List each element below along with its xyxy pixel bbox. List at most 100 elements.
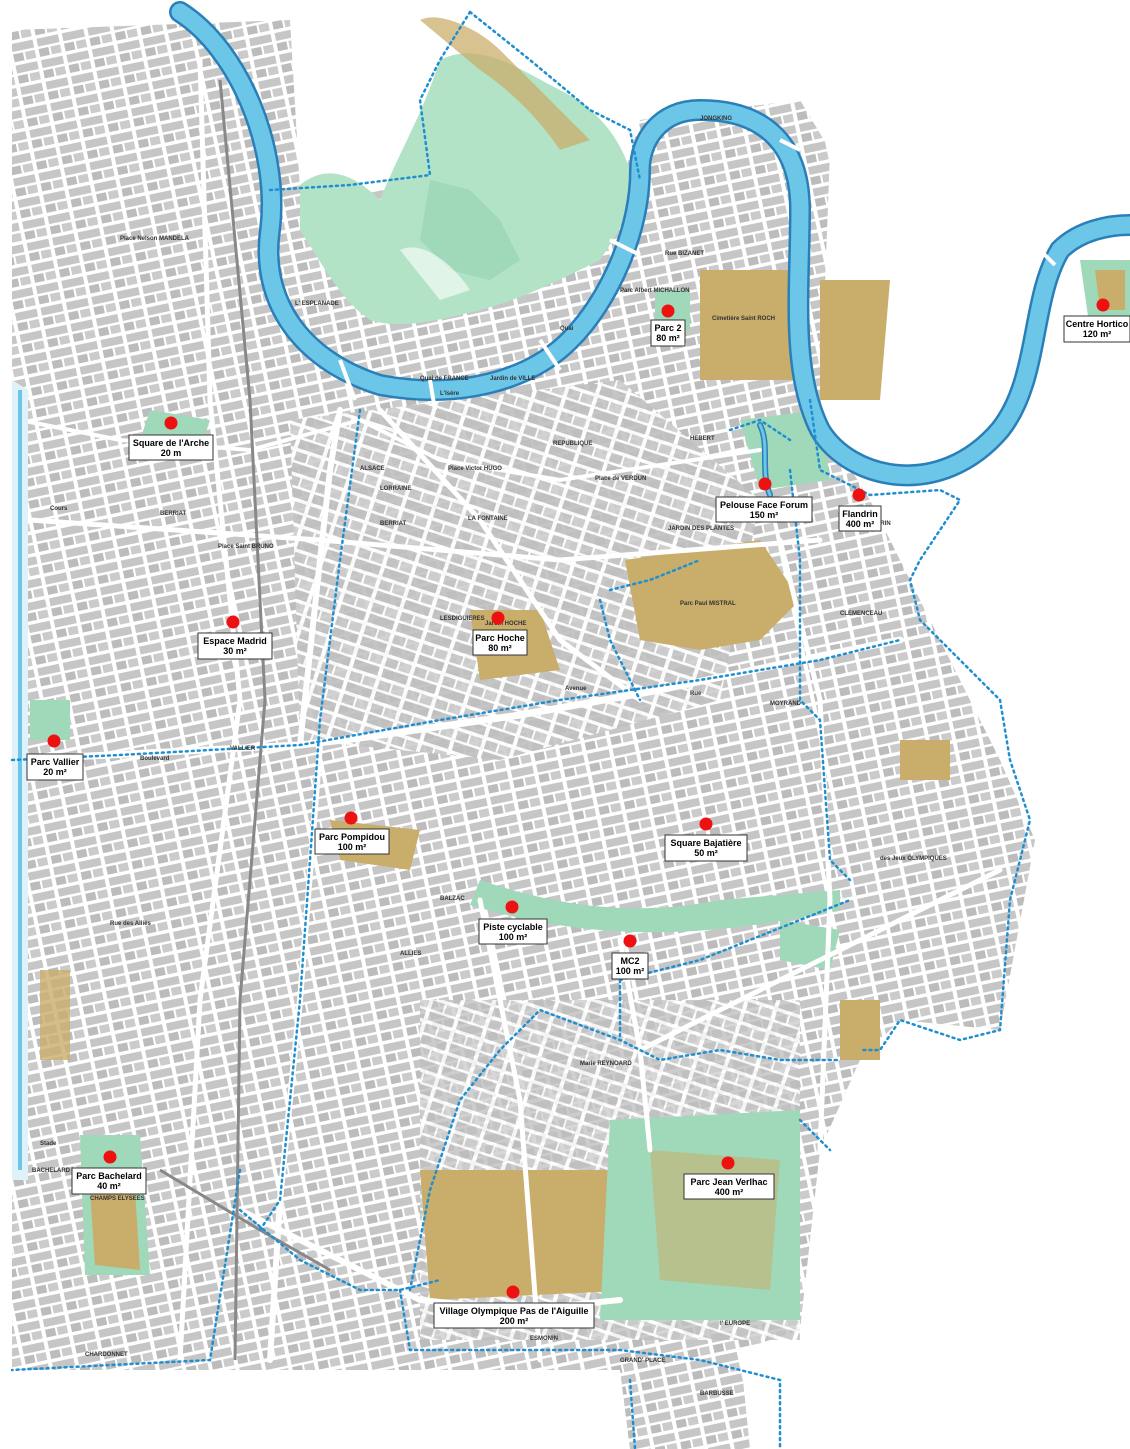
street-label: Jardin de VILLE — [490, 376, 535, 382]
street-label: VALLIER — [230, 746, 256, 752]
street-label: Quai — [560, 326, 574, 332]
red-dot-icon[interactable] — [661, 304, 675, 318]
street-label: JARDIN DES PLANTES — [668, 526, 734, 532]
marker-parc-2[interactable]: Parc 280 m² — [650, 304, 686, 347]
callout-area: 400 m² — [846, 519, 875, 529]
street-label: Rue des Alliés — [110, 921, 151, 927]
main-roads — [8, 57, 1003, 1363]
callout-area: 30 m² — [223, 646, 247, 656]
street-label: JONGKING — [700, 116, 732, 122]
street-label: Place de VERDUN — [595, 476, 646, 482]
street-label: CHARDONNET — [85, 1352, 128, 1358]
callout-name: Parc Pompidou — [319, 832, 385, 842]
green-spaces — [30, 260, 1130, 1320]
street-label: l' EUROPE — [720, 1321, 750, 1327]
street-label: Stade — [40, 1141, 57, 1147]
callout-box — [1063, 315, 1130, 343]
red-dot-icon[interactable] — [226, 615, 240, 629]
callout-box — [715, 496, 813, 523]
callout-name: Parc Bachelard — [76, 1171, 142, 1181]
red-dot-icon[interactable] — [758, 477, 772, 491]
street-label: L' ESPLANADE — [295, 301, 339, 307]
callout-area: 100 m² — [338, 842, 367, 852]
callout-box — [472, 629, 528, 656]
callout-box — [664, 834, 748, 862]
callout-box — [478, 918, 548, 945]
callout-box — [838, 505, 882, 532]
callout-box — [611, 952, 649, 980]
street-label: Rue BIZANET — [665, 251, 704, 257]
street-label: Marie REYNOARD — [580, 1061, 632, 1067]
street-label: BERRIAT — [160, 511, 187, 517]
callout-name: Village Olympique Pas de l'Aiguille — [439, 1306, 588, 1316]
street-labels: JONGKING Rue BIZANET Cimetière Saint ROC… — [32, 116, 947, 1397]
callout-box — [314, 828, 390, 855]
red-dot-icon[interactable] — [623, 934, 637, 948]
street-label: LA FONTAINE — [468, 516, 508, 522]
red-dot-icon[interactable] — [506, 1285, 520, 1299]
red-dot-icon[interactable] — [699, 817, 713, 831]
street-label: L'Isère — [440, 391, 460, 397]
callout-name: Square Bajatière — [670, 838, 741, 848]
callout-name: Espace Madrid — [203, 636, 267, 646]
bridges — [338, 138, 1057, 411]
street-label: Place Victor HUGO — [448, 466, 502, 472]
callout-area: 40 m² — [97, 1181, 121, 1191]
callout-area: 150 m² — [750, 510, 779, 520]
street-label: Rue — [690, 691, 702, 697]
red-dot-icon[interactable] — [103, 1150, 117, 1164]
street-label: GRAND' PLACE — [620, 1358, 665, 1364]
red-dot-icon[interactable] — [47, 734, 61, 748]
callout-name: Flandrin — [842, 509, 878, 519]
street-label: Avenue — [565, 686, 587, 692]
street-label: CLEMENCEAU — [840, 611, 882, 617]
callout-name: MC2 — [620, 956, 639, 966]
red-dot-icon[interactable] — [491, 611, 505, 625]
street-label: Cimetière Saint ROCH — [712, 316, 775, 322]
street-label: BACHELARD — [32, 1168, 71, 1174]
callout-area: 50 m² — [694, 848, 718, 858]
callout-area: 120 m² — [1083, 329, 1112, 339]
street-label: Boulevard — [140, 756, 170, 762]
street-label: des Jeux OLYMPIQUES — [880, 856, 947, 862]
street-label: Quai de FRANCE — [420, 376, 469, 382]
red-dot-icon[interactable] — [852, 488, 866, 502]
callout-box — [26, 753, 84, 781]
callout-box — [433, 1302, 595, 1329]
red-dot-icon[interactable] — [505, 900, 519, 914]
red-dot-icon[interactable] — [344, 811, 358, 825]
street-label: REPUBLIQUE — [553, 441, 592, 447]
isere-river — [169, 1, 1130, 498]
red-dot-icon[interactable] — [721, 1156, 735, 1170]
callout-area: 80 m² — [488, 643, 512, 653]
street-label: LORRAINE — [380, 486, 411, 492]
callout-box — [683, 1173, 775, 1200]
callout-area: 400 m² — [715, 1187, 744, 1197]
street-label: Parc Paul MISTRAL — [680, 601, 736, 607]
callout-name: Parc 2 — [654, 323, 681, 333]
street-label: LESDIGUIERES — [440, 616, 485, 622]
street-label: BARBUSSE — [700, 1391, 734, 1397]
callout-name: Centre Hortico — [1066, 319, 1129, 329]
drac-river — [12, 380, 28, 1180]
red-dot-icon[interactable] — [164, 416, 178, 430]
red-dot-icon[interactable] — [1096, 298, 1110, 312]
street-label: Parc Albert MICHALLON — [620, 288, 689, 294]
callout-area: 200 m² — [500, 1316, 529, 1326]
callout-area: 20 m — [161, 448, 182, 458]
